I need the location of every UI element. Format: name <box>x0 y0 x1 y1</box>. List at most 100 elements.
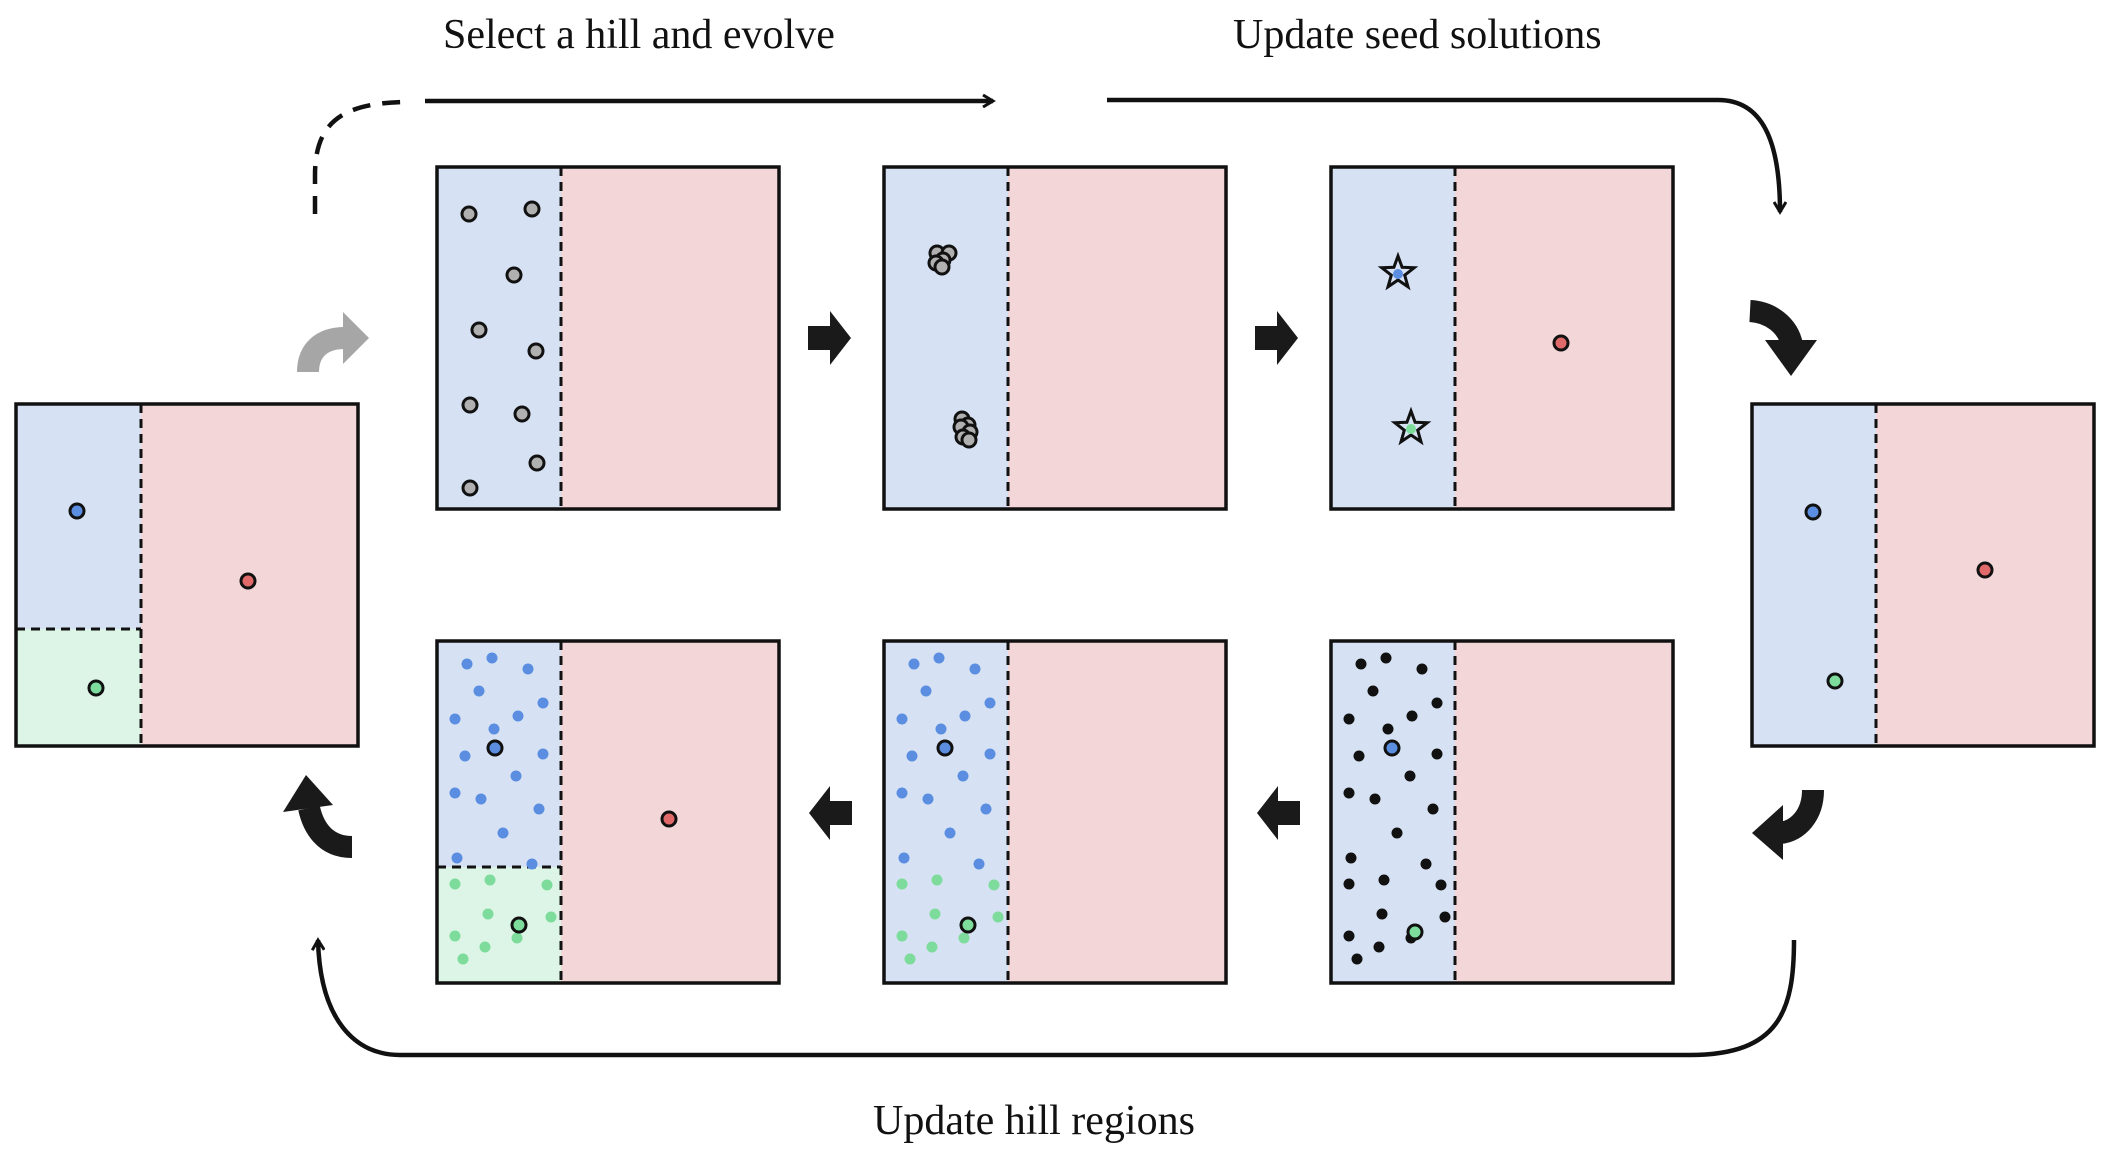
blue-sample-dot <box>920 685 932 697</box>
sample-dot <box>1343 713 1355 725</box>
green-sample-dot <box>484 874 496 886</box>
green-sample-dot <box>988 879 1000 891</box>
panel-evolve <box>882 165 1228 511</box>
population-point <box>528 454 546 472</box>
panel-sample <box>1329 639 1675 985</box>
evolved-point <box>960 431 978 449</box>
blue-sample-dot <box>980 803 992 815</box>
population-point <box>527 342 545 360</box>
blue-seed-point <box>936 739 954 757</box>
sample-dot <box>1391 827 1403 839</box>
blue-region <box>1331 167 1455 509</box>
curved-arrow-shaft <box>1777 789 1824 844</box>
red-region <box>1008 641 1226 983</box>
sample-dot <box>1427 803 1439 815</box>
blue-sample-dot <box>922 793 934 805</box>
blue-sample-dot <box>973 858 985 870</box>
blue-sample-dot <box>526 858 538 870</box>
green-sample-dot <box>541 879 553 891</box>
blue-sample-dot <box>896 713 908 725</box>
green-seed-point <box>1406 923 1424 941</box>
caption-select-hill: Select a hill and evolve <box>443 12 835 58</box>
population-point <box>470 321 488 339</box>
panel-border <box>1750 402 2096 748</box>
red-region <box>561 167 779 509</box>
panel-border <box>435 639 781 985</box>
sample-dot <box>1431 697 1443 709</box>
panel-classify <box>882 639 1228 985</box>
panel-input-map <box>14 402 360 748</box>
panel-seeds <box>1329 165 1675 511</box>
panel-border <box>1329 165 1675 511</box>
red-seed-point <box>660 810 678 828</box>
curved-arrow-shaft <box>297 327 346 373</box>
red-seed-point <box>239 572 257 590</box>
blue-sample-dot <box>944 827 956 839</box>
blue-sample-dot <box>537 697 549 709</box>
blue-sample-dot <box>957 770 969 782</box>
sample-dot <box>1345 852 1357 864</box>
blue-sample-dot <box>969 663 981 675</box>
blue-sample-dot <box>461 658 473 670</box>
blue-seed-point <box>1383 739 1401 757</box>
caption-update-regions: Update hill regions <box>873 1098 1195 1144</box>
update-seeds-arrow <box>1107 97 1780 212</box>
blue-region <box>884 167 1008 509</box>
blue-sample-dot <box>459 750 471 762</box>
sample-dot <box>1382 723 1394 735</box>
sample-dot <box>1355 658 1367 670</box>
population-point <box>461 396 479 414</box>
green-seed-point <box>510 916 528 934</box>
blue-sample-dot <box>486 652 498 664</box>
chunky-arrow-icon <box>1255 311 1298 365</box>
population-point <box>460 205 478 223</box>
sample-dot <box>1431 748 1443 760</box>
sample-dot <box>1435 879 1447 891</box>
blue-sample-dot <box>451 852 463 864</box>
blue-sample-dot <box>537 748 549 760</box>
red-region <box>1008 167 1226 509</box>
evolved-point <box>933 258 951 276</box>
chunky-arrow-icon <box>1257 786 1300 840</box>
sample-dot <box>1351 953 1363 965</box>
red-region <box>1455 641 1673 983</box>
sample-dot <box>1343 930 1355 942</box>
sample-dot <box>1439 911 1451 923</box>
caption-update-seeds: Update seed solutions <box>1233 12 1602 58</box>
green-sample-dot <box>931 874 943 886</box>
panel-regions <box>435 639 781 985</box>
sample-dot <box>1376 908 1388 920</box>
blue-sample-dot <box>906 750 918 762</box>
green-sample-dot <box>896 878 908 890</box>
blue-sample-dot <box>933 652 945 664</box>
green-seed-point <box>87 679 105 697</box>
sample-dot <box>1373 941 1385 953</box>
green-sample-dot <box>545 911 557 923</box>
update-regions-arrow <box>318 940 1797 1058</box>
panel-border <box>14 402 360 748</box>
green-seed-point <box>1826 672 1844 690</box>
curved-arrow-icon <box>1752 789 1824 860</box>
blue-sample-dot <box>449 787 461 799</box>
panel-updated-map <box>1750 402 2096 748</box>
curved-arrow-shaft <box>298 805 353 858</box>
panel-border <box>435 165 781 511</box>
curved-arrow-icon <box>283 775 353 858</box>
chunky-arrow-icon <box>809 786 852 840</box>
green-sample-dot <box>958 932 970 944</box>
curved-arrow-icon <box>297 312 369 373</box>
curved-arrow-shaft <box>1748 300 1803 349</box>
green-sample-dot <box>929 908 941 920</box>
blue-seed-point <box>486 739 504 757</box>
sample-dot <box>1420 858 1432 870</box>
blue-sample-dot <box>984 748 996 760</box>
green-region <box>16 629 141 746</box>
sample-dot <box>1416 663 1428 675</box>
star-icon <box>1390 406 1432 446</box>
dashed-connector <box>312 99 403 214</box>
blue-region <box>1752 404 1876 746</box>
star-icon <box>1377 251 1419 291</box>
blue-seed-point <box>68 502 86 520</box>
blue-sample-dot <box>896 787 908 799</box>
curved-arrow-icon <box>1748 300 1817 376</box>
